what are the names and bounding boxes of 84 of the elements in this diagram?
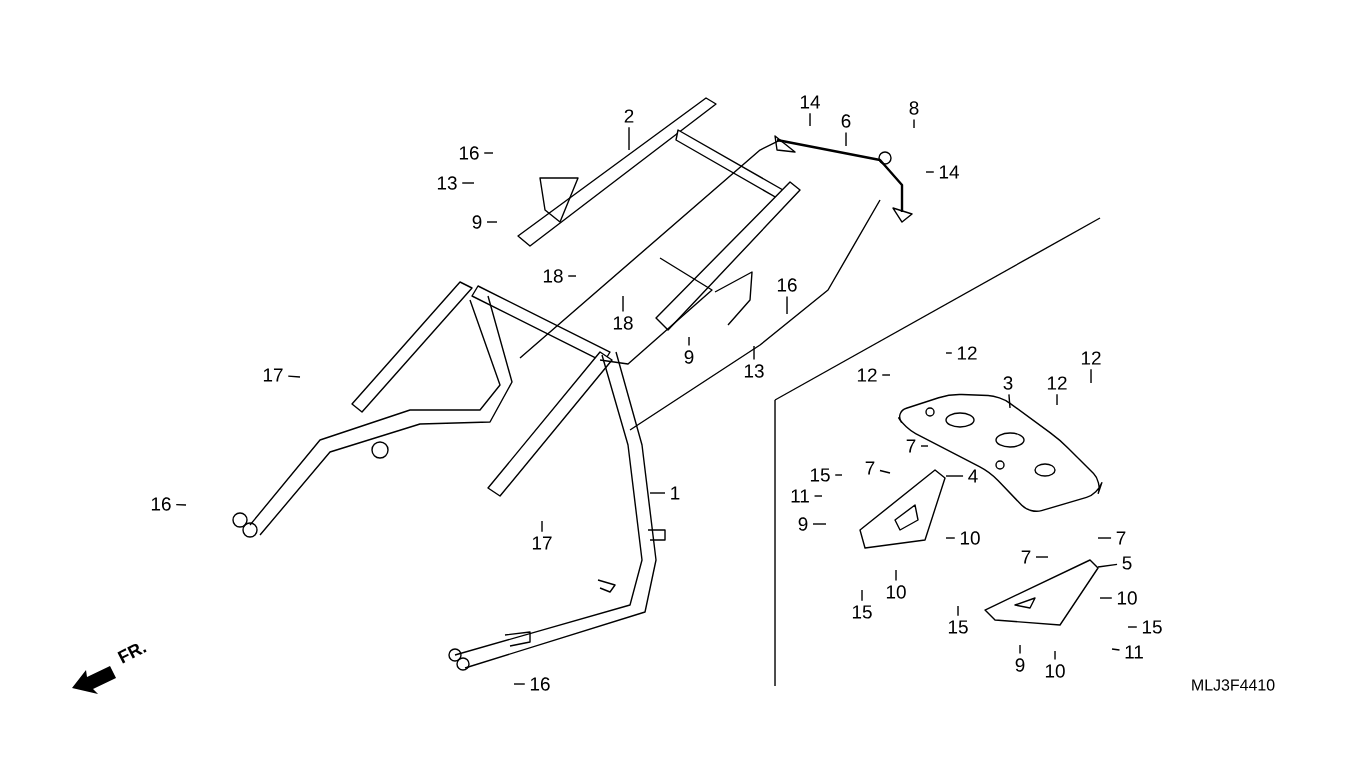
leader-line	[628, 126, 630, 151]
callout-number: 1	[671, 486, 680, 500]
callout-number: 7	[906, 439, 916, 453]
callout-number: 12	[857, 368, 877, 382]
callout-number: 16	[777, 278, 797, 292]
leader-line	[1097, 537, 1112, 539]
leader-line	[541, 520, 543, 533]
leader-line	[1054, 650, 1056, 661]
callout-number: 16	[459, 146, 479, 160]
leader-line	[957, 605, 959, 617]
leader-line	[688, 336, 690, 347]
leader-line	[945, 537, 956, 539]
callout-number: 15	[948, 620, 968, 634]
callout-number: 18	[543, 269, 563, 283]
callout-number: 17	[263, 368, 283, 382]
callout-number: 7	[865, 461, 875, 475]
leader-line	[809, 112, 811, 127]
callout-number: 11	[1125, 645, 1143, 659]
leader-line	[895, 569, 897, 582]
callout-number: 10	[886, 585, 906, 599]
leader-line	[649, 492, 666, 494]
leader-line	[622, 295, 624, 313]
callout-number: 4	[968, 469, 978, 483]
callout-number: 10	[1117, 591, 1137, 605]
leader-line	[861, 589, 863, 602]
leader-line	[1008, 393, 1011, 409]
leader-line	[1097, 563, 1118, 568]
leader-line	[879, 469, 891, 474]
callout-number: 9	[798, 517, 808, 531]
leader-line	[486, 221, 498, 223]
callout-number: 14	[939, 165, 959, 179]
leader-line	[1111, 648, 1121, 651]
callout-number: 12	[957, 346, 977, 360]
callout-number: 3	[1003, 376, 1013, 390]
direction-label: FR.	[117, 644, 147, 664]
leader-line	[513, 683, 526, 685]
callout-number: 9	[684, 350, 694, 364]
callout-number: 15	[1142, 620, 1162, 634]
leader-line	[812, 523, 827, 525]
leader-line	[925, 171, 935, 173]
callout-number: 10	[1045, 664, 1065, 678]
callout-number: 7	[1116, 531, 1126, 545]
leader-line	[1090, 368, 1092, 384]
callout-number: 14	[800, 95, 820, 109]
callout-number: 16	[151, 497, 171, 511]
leader-line	[483, 152, 494, 154]
callout-number: 17	[532, 536, 552, 550]
callout-number: 2	[624, 109, 634, 123]
callout-number: 12	[1047, 376, 1067, 390]
callout-number: 9	[472, 215, 482, 229]
leader-line	[920, 445, 929, 447]
leader-line	[786, 295, 788, 315]
callout-number: 13	[744, 364, 764, 378]
leader-line	[1035, 556, 1049, 558]
leader-line	[834, 474, 843, 476]
leader-line	[945, 352, 953, 354]
drawing-code: MLJ3F4410	[1192, 679, 1275, 691]
leader-line	[813, 495, 823, 497]
leader-line	[287, 375, 301, 378]
leader-line	[567, 275, 577, 277]
leader-line	[461, 182, 475, 184]
callout-number: 6	[841, 114, 851, 128]
leader-line	[881, 374, 891, 376]
callout-number: 7	[1021, 550, 1031, 564]
leader-line	[945, 475, 964, 477]
leader-line	[913, 118, 915, 129]
callout-number: 10	[960, 531, 980, 545]
callout-number: 12	[1081, 351, 1101, 365]
callout-number: 15	[810, 468, 830, 482]
callout-number: 8	[909, 101, 919, 115]
leader-line	[845, 131, 847, 147]
callout-number: 13	[437, 176, 457, 190]
leader-line	[753, 345, 755, 361]
leader-line	[1019, 644, 1021, 655]
callout-number: 16	[530, 677, 550, 691]
callout-number: 18	[613, 316, 633, 330]
leader-line	[175, 503, 187, 506]
leader-line	[1099, 597, 1113, 599]
callout-number: 9	[1015, 658, 1025, 672]
callout-number: 5	[1122, 556, 1132, 570]
callout-number: 15	[852, 605, 872, 619]
callout-number: 11	[791, 489, 809, 503]
leader-line	[1056, 393, 1058, 406]
leader-line	[1127, 626, 1138, 628]
